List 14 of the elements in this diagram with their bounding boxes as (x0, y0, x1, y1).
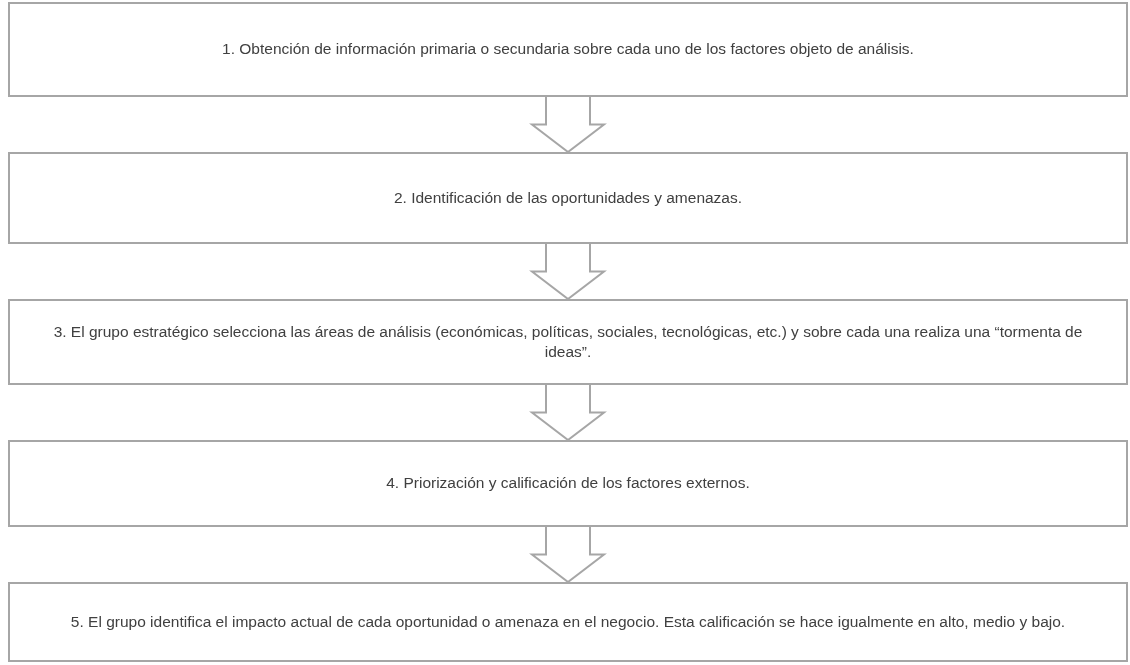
process-box (8, 152, 1128, 244)
process-box (8, 440, 1128, 527)
step-text: 2. Identificación de las oportunidades y amenazas. (393, 187, 743, 208)
process-box (8, 2, 1128, 97)
step-text: 3. El grupo estratégico selecciona las áreas de análisis (económicas, políticas, sociales, tecnológicas, etc.) y sobre cada una realiza una “tormenta de ideas”. (52, 321, 1084, 362)
step-text: 4. Priorización y calificación de los factores externos. (386, 473, 750, 494)
process-box (8, 299, 1128, 385)
block-arrow (529, 384, 607, 442)
step-text: 1. Obtención de información primaria o secundaria sobre cada uno de los factores objeto de análisis. (222, 39, 914, 60)
block-arrow (529, 526, 607, 584)
block-arrow (529, 96, 607, 154)
process-box (8, 582, 1128, 662)
step-text: 5. El grupo identifica el impacto actual de cada oportunidad o amenaza en el negocio. Esta calificación se hace igualmente en alto, medio y bajo. (70, 611, 1066, 632)
block-arrow (529, 243, 607, 301)
